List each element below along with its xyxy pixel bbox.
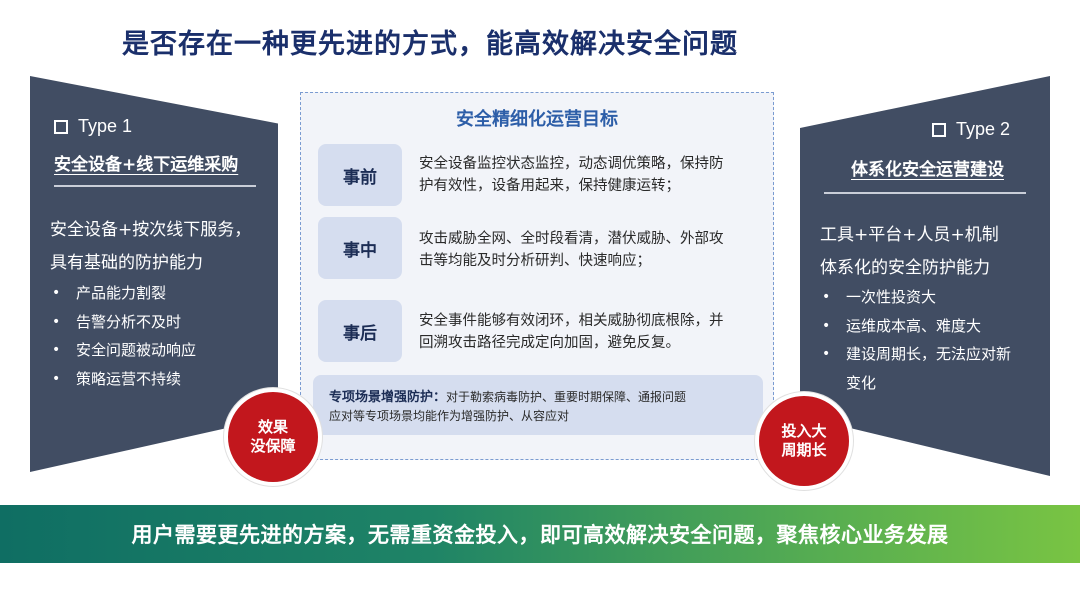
badge-no-guarantee: 效果 没保障 [224, 388, 322, 486]
type1-desc-line: 安全设备+按次线下服务， [50, 220, 252, 240]
list-item: 告警分析不及时 [52, 308, 196, 337]
type2-heading: 体系化安全运营建设 [851, 160, 1004, 180]
checkbox-square-icon [54, 119, 68, 134]
type1-panel: Type 1 安全设备+线下运维采购 安全设备+按次线下服务， 具有基础的防护能… [30, 76, 278, 472]
type1-label: Type 1 [78, 116, 133, 136]
list-item: 产品能力割裂 [52, 279, 196, 308]
stage-desc-line: 护有效性，设备用起来，保持健康运转； [419, 178, 680, 194]
card-title: 安全精细化运营目标 [456, 109, 618, 130]
stage-after-label: 事后 [318, 300, 402, 362]
type2-desc-line: 工具+平台+人员+机制 [820, 225, 999, 245]
list-item: 运维成本高、难度大 [822, 312, 1011, 341]
type2-issue-list: 一次性投资大 运维成本高、难度大 建设周期长，无法应对新 变化 [822, 283, 1011, 397]
badge-line: 效果 [257, 418, 288, 436]
divider [824, 192, 1026, 194]
badge-high-cost: 投入大 周期长 [755, 392, 853, 490]
list-item: 策略运营不持续 [52, 365, 196, 394]
operations-goal-card: 安全精细化运营目标 事前 安全设备监控状态监控，动态调优策略，保持防 护有效性，… [300, 92, 774, 460]
type1-desc-line: 具有基础的防护能力 [50, 253, 203, 273]
badge-line: 投入大 [781, 422, 827, 440]
special-label: 专项场景增强防护： [329, 390, 447, 405]
stage-before-label: 事前 [318, 144, 402, 206]
stage-after-description: 安全事件能够有效闭环，相关威胁彻底根除，并 回溯攻击路径完成定向加固，避免反复。 [419, 310, 759, 354]
stage-desc-line: 回溯攻击路径完成定向加固，避免反复。 [419, 335, 680, 351]
special-line-1: 专项场景增强防护：对于勒索病毒防护、重要时期保障、通报问题 [329, 388, 749, 407]
special-text: 对于勒索病毒防护、重要时期保障、通报问题 [446, 390, 687, 404]
type2-label: Type 2 [956, 119, 1011, 139]
type2-header: Type 2 [932, 119, 1010, 140]
special-scenario-box: 专项场景增强防护：对于勒索病毒防护、重要时期保障、通报问题 应对等专项场景均能作… [313, 375, 763, 435]
stage-desc-line: 攻击威胁全网、全时段看清，潜伏威胁、外部攻 [419, 231, 724, 247]
type2-desc-line: 体系化的安全防护能力 [820, 258, 990, 278]
list-item-text: 变化 [846, 373, 877, 392]
stage-during-label: 事中 [318, 217, 402, 279]
divider [54, 185, 256, 187]
stage-desc-line: 击等均能及时分析研判、快速响应； [419, 253, 651, 269]
type2-description: 工具+平台+人员+机制 体系化的安全防护能力 [820, 219, 999, 285]
type1-issue-list: 产品能力割裂 告警分析不及时 安全问题被动响应 策略运营不持续 [52, 279, 196, 393]
stage-during-description: 攻击威胁全网、全时段看清，潜伏威胁、外部攻 击等均能及时分析研判、快速响应； [419, 228, 759, 272]
special-line-2: 应对等专项场景均能作为增强防护、从容应对 [329, 409, 570, 423]
stage-desc-line: 安全事件能够有效闭环，相关威胁彻底根除，并 [419, 313, 724, 329]
banner-text: 用户需要更先进的方案，无需重资金投入，即可高效解决安全问题，聚焦核心业务发展 [131, 523, 949, 547]
type1-header: Type 1 [54, 116, 132, 137]
badge-line: 没保障 [250, 437, 296, 455]
checkbox-square-icon [932, 122, 946, 137]
list-item: 建设周期长，无法应对新 [822, 340, 1011, 369]
list-item: 安全问题被动响应 [52, 336, 196, 365]
page-title: 是否存在一种更先进的方式，能高效解决安全问题 [122, 29, 738, 60]
stage-desc-line: 安全设备监控状态监控，动态调优策略，保持防 [419, 156, 724, 172]
badge-line: 周期长 [781, 441, 827, 459]
conclusion-banner: 用户需要更先进的方案，无需重资金投入，即可高效解决安全问题，聚焦核心业务发展 [0, 505, 1080, 563]
list-item: 一次性投资大 [822, 283, 1011, 312]
type1-description: 安全设备+按次线下服务， 具有基础的防护能力 [50, 214, 251, 280]
list-item-continuation: 变化 [822, 369, 1011, 398]
stage-before-description: 安全设备监控状态监控，动态调优策略，保持防 护有效性，设备用起来，保持健康运转； [419, 153, 759, 197]
type1-heading: 安全设备+线下运维采购 [54, 155, 239, 175]
